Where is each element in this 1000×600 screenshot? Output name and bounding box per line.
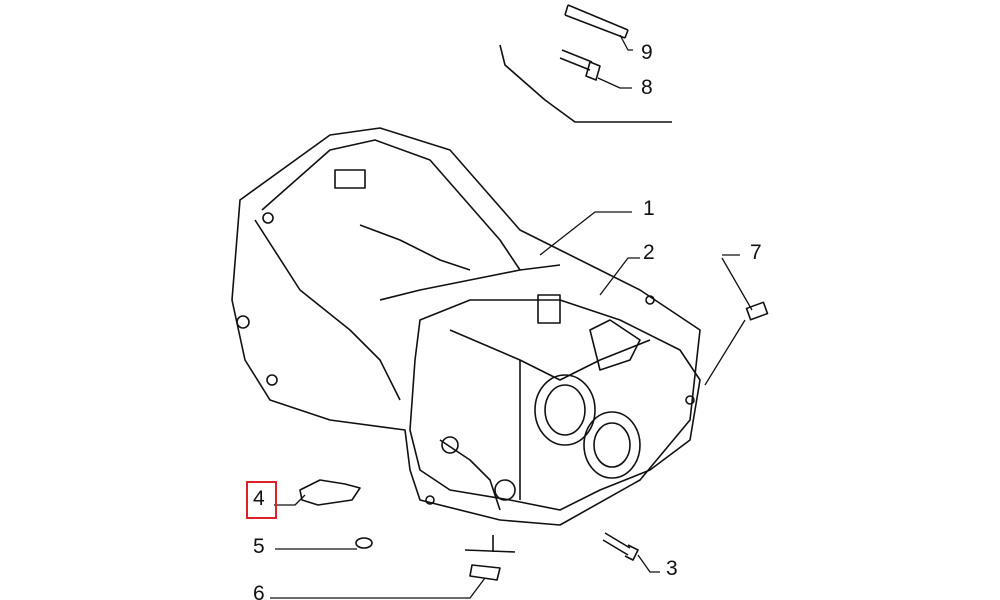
dowel-part [745, 301, 769, 321]
callout-5: 5 [253, 535, 265, 558]
callout-1: 1 [643, 197, 655, 220]
plate-part [469, 564, 501, 581]
bellhousing [231, 127, 701, 526]
callout-3: 3 [666, 557, 678, 580]
stud-part [564, 4, 629, 39]
callout-2: 2 [643, 241, 655, 264]
washer-part [355, 537, 373, 549]
callout-6: 6 [253, 582, 265, 600]
callout-9: 9 [641, 41, 653, 64]
highlight-box [246, 481, 277, 519]
callout-8: 8 [641, 76, 653, 99]
switch-part [299, 479, 361, 506]
callout-4: 4 [253, 487, 265, 510]
bolt-part-8 [559, 49, 601, 81]
callout-7: 7 [750, 241, 762, 264]
gearbox-case [409, 299, 701, 511]
